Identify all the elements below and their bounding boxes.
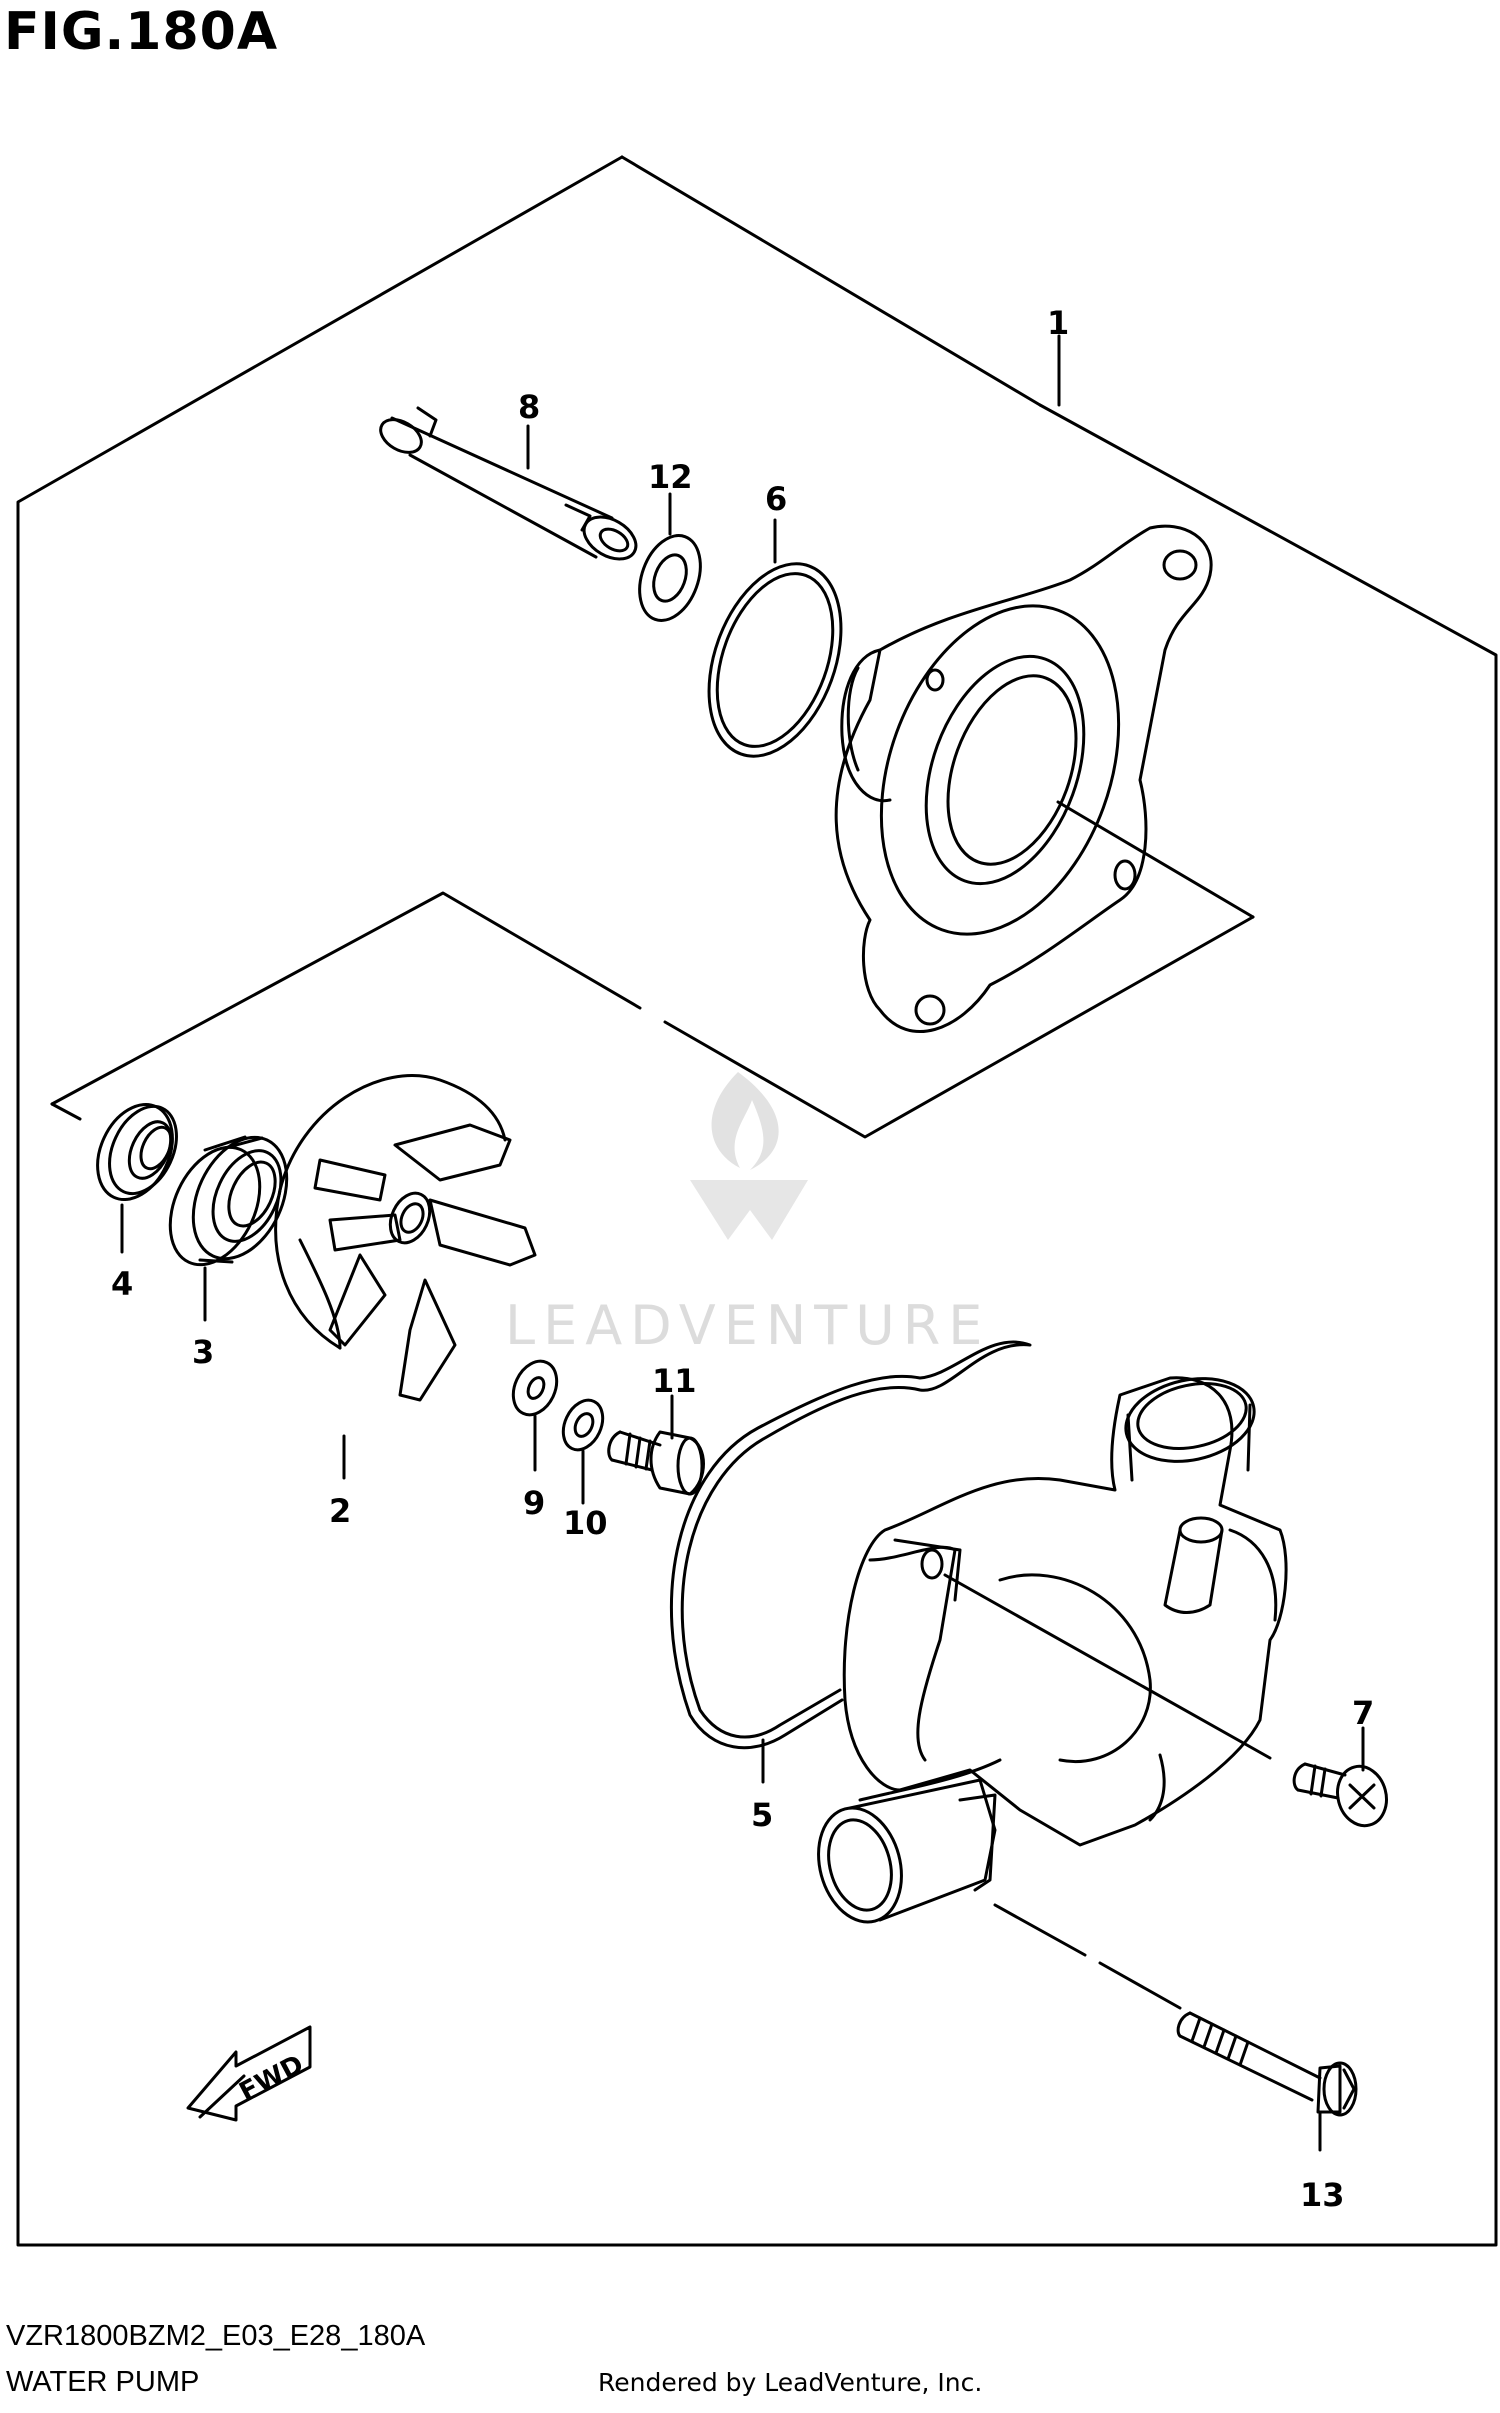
fwd-arrow (186, 2025, 312, 2122)
watermark-text: LEADVENTURE (505, 1294, 990, 1357)
bolt-guide-line-7 (943, 1573, 1272, 1760)
part-10-washer (561, 1398, 605, 1452)
callout-2: 2 (329, 1492, 351, 1530)
assembly-outline-inner (50, 891, 1255, 1139)
diagram-caption: WATER PUMP (6, 2366, 200, 2398)
callout-5: 5 (751, 1796, 773, 1834)
water-pump-body (817, 1376, 1288, 1924)
part-5-gasket (669, 1340, 1032, 1750)
callout-3: 3 (192, 1333, 214, 1371)
part-13-long-bolt (1176, 2011, 1358, 2117)
assembly-outline-1-top (620, 155, 1042, 407)
part-11-impeller-bolt (607, 1430, 705, 1496)
part-3-mechanical-seal (168, 1135, 289, 1267)
callout-12: 12 (648, 458, 693, 496)
part-8-pump-shaft (379, 406, 638, 561)
callout-7: 7 (1352, 1694, 1374, 1732)
callout-8: 8 (518, 388, 540, 426)
bolt-guide-line-13 (993, 1903, 1182, 2010)
diagram-code: VZR1800BZM2_E03_E28_180A (6, 2320, 426, 2352)
part-9-washer (511, 1359, 559, 1417)
callout-11: 11 (652, 1362, 697, 1400)
assembly-outline-1 (16, 155, 1498, 2247)
callout-10: 10 (563, 1504, 608, 1542)
figure-title: FIG.180A (4, 2, 279, 62)
part-4-oil-seal (96, 1102, 178, 1202)
case-guide-line (1056, 800, 1255, 919)
part-1-pump-case (834, 524, 1213, 1034)
callout-9: 9 (523, 1484, 545, 1522)
callout-4: 4 (111, 1265, 133, 1303)
part-6-o-ring (707, 562, 843, 758)
rendered-by-credit: Rendered by LeadVenture, Inc. (598, 2368, 983, 2397)
callout-1: 1 (1047, 304, 1069, 342)
callout-6: 6 (765, 480, 787, 518)
part-12-washer (638, 534, 702, 622)
part-2-impeller (274, 1074, 537, 1402)
leadventure-watermark: LEADVENTURE (505, 1072, 990, 1357)
callout-13: 13 (1300, 2176, 1345, 2214)
part-7-screw (1292, 1762, 1388, 1828)
